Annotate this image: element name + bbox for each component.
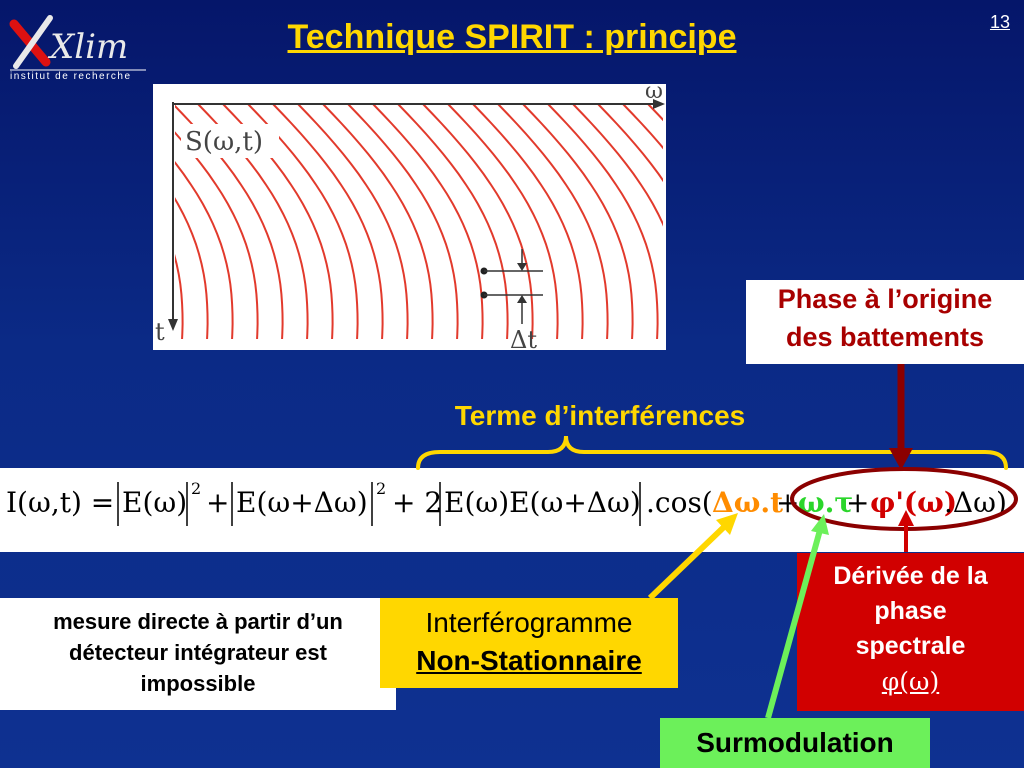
fringe-line <box>371 104 484 339</box>
fringe-line <box>496 104 609 339</box>
phase-origin-line1: Phase à l’origine <box>777 284 993 314</box>
fringe-line <box>546 104 659 339</box>
fringe-line <box>621 104 663 150</box>
interference-term-label: Terme d’interférences <box>454 400 746 431</box>
svg-text:2: 2 <box>376 479 386 498</box>
fringe-lines <box>153 94 666 350</box>
formula-svg: I(ω,t) = E(ω) 2 + E(ω+Δω) 2 + 2 E(ω)E(ω+… <box>6 479 1007 526</box>
formula-part-product: E(ω)E(ω+Δω) <box>444 486 641 519</box>
svg-text:+: + <box>846 486 869 519</box>
formula-part-w-tau: ω.τ <box>798 486 853 519</box>
interferogram-plot: S(ω,t) ω t Δt <box>153 79 666 354</box>
phase-origin-line2: des battements <box>785 322 985 352</box>
logo-brand-text: Xlim <box>47 27 128 67</box>
formula-part-e2: E(ω+Δω) <box>236 486 368 519</box>
interferogram-box: Interférogramme Non-Stationnaire <box>380 598 678 688</box>
slide-title: Technique SPIRIT : principe <box>287 18 737 56</box>
x-axis-label: ω <box>645 84 663 104</box>
fringe-line <box>446 104 559 339</box>
omega-axis-arrow <box>653 99 665 109</box>
phase-arrow-head <box>889 448 913 470</box>
logo-tagline: institut de recherche <box>10 71 132 82</box>
fringe-line <box>296 104 409 339</box>
interf-line1: Interférogramme <box>425 607 633 638</box>
fringe-line <box>321 104 434 339</box>
derivative-box: Dérivée de la phase spectrale φ(ω) <box>797 553 1024 711</box>
svg-text:+ 2: + 2 <box>392 486 442 519</box>
direct-measure-box: mesure directe à partir d’un détecteur i… <box>0 598 396 710</box>
derivee-line3: spectrale <box>855 632 966 660</box>
fringe-line <box>471 104 584 339</box>
fringe-line <box>663 94 666 350</box>
svg-text:+: + <box>776 486 799 519</box>
fringe-line <box>153 94 158 350</box>
surmodulation-box: Surmodulation <box>660 718 930 768</box>
fringe-line <box>346 104 459 339</box>
interf-line2: Non-Stationnaire <box>416 645 642 676</box>
y-axis-label: t <box>155 318 165 346</box>
svg-text:2: 2 <box>191 479 201 498</box>
fringe-line <box>175 197 209 339</box>
fringe-line <box>175 253 184 339</box>
derivee-line1: Dérivée de la <box>833 562 988 590</box>
intensity-formula: I(ω,t) = E(ω) 2 + E(ω+Δω) 2 + 2 E(ω)E(ω+… <box>0 468 1024 552</box>
svg-text:+: + <box>206 486 229 519</box>
formula-part-cos: .cos( <box>646 486 713 519</box>
derivee-line2: phase <box>874 597 947 625</box>
delta-t-label: Δt <box>510 326 537 350</box>
signal-label: S(ω,t) <box>185 127 263 157</box>
fringe-line <box>271 104 384 339</box>
page-number: 13 <box>989 12 1010 32</box>
fringe-line <box>175 131 259 339</box>
derivee-phi: φ(ω) <box>881 667 940 696</box>
mesure-line2: détecteur intégrateur est <box>69 640 327 665</box>
time-axis-arrow <box>168 319 178 331</box>
fringe-line <box>571 104 663 227</box>
fringe-line <box>521 104 634 339</box>
formula-part-lhs: I(ω,t) = <box>6 486 114 519</box>
phase-origin-box: Phase à l’origine des battements <box>746 280 1024 364</box>
mesure-line1: mesure directe à partir d’un <box>53 609 343 634</box>
fringe-line <box>175 160 234 339</box>
mesure-line3: impossible <box>140 671 256 696</box>
fringe-line <box>596 104 663 183</box>
xlim-logo: Xlim institut de recherche <box>6 6 156 86</box>
interference-brace <box>416 435 1008 470</box>
formula-part-e1: E(ω) <box>122 486 187 519</box>
xlim-logo-graphic: Xlim institut de recherche <box>9 15 146 82</box>
interferogram-svg: S(ω,t) ω t Δt <box>153 79 666 354</box>
fringe-line <box>396 104 509 339</box>
formula-part-dw: .Δω) <box>944 486 1007 519</box>
formula-part-dw-t: Δω.t <box>712 486 783 519</box>
fringe-line <box>421 104 534 339</box>
